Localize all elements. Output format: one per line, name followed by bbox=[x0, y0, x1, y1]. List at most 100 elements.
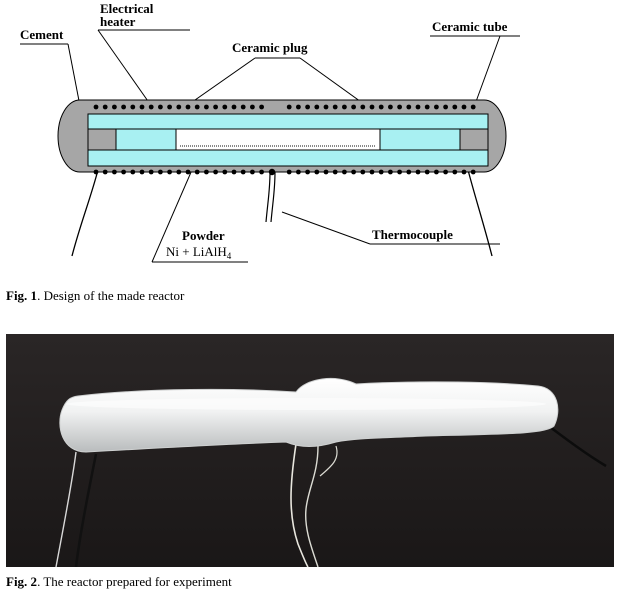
heater-coil-dot bbox=[240, 104, 246, 110]
heater-coil-dot bbox=[296, 104, 301, 110]
heater-coil-dot bbox=[332, 104, 338, 110]
heater-coil-dot bbox=[204, 104, 209, 110]
heater-coil-dot bbox=[121, 169, 126, 175]
heater-coil-dot bbox=[470, 104, 476, 110]
heater-coil-dot bbox=[378, 169, 384, 175]
heater-coil-dot bbox=[424, 104, 430, 110]
label-cement: Cement bbox=[20, 27, 64, 42]
heater-coil-dot bbox=[259, 104, 264, 110]
heater-coil-dot bbox=[231, 169, 237, 175]
heater-coil-dot bbox=[167, 169, 173, 175]
heater-coil-dot bbox=[112, 169, 117, 175]
heater-coil-dot bbox=[185, 169, 191, 175]
reactor-photo-svg bbox=[6, 334, 614, 568]
heater-coil-dot bbox=[434, 169, 439, 175]
heater-coil-dot bbox=[176, 104, 182, 110]
figure-2-photo bbox=[6, 334, 614, 568]
heater-coil-dot bbox=[406, 169, 412, 175]
heater-coil-dot bbox=[314, 104, 320, 110]
heater-coil-top bbox=[93, 104, 476, 110]
heater-coil-dot bbox=[415, 104, 421, 110]
heater-coil-dot bbox=[388, 169, 393, 175]
heater-coil-dot bbox=[369, 104, 375, 110]
heater-coil-dot bbox=[369, 169, 375, 175]
heater-coil-dot bbox=[415, 169, 421, 175]
figure-1-caption: Fig. 1. Design of the made reactor bbox=[6, 288, 184, 304]
figure-2-caption: Fig. 2. The reactor prepared for experim… bbox=[6, 574, 232, 590]
figure-1-diagram: Cement Electrical heater Ceramic plug Ce… bbox=[0, 0, 624, 270]
cement-end-left bbox=[87, 128, 117, 151]
photo-wire-left bbox=[55, 451, 77, 568]
heater-coil-dot bbox=[305, 169, 310, 175]
heater-coil-dot bbox=[158, 169, 163, 175]
heater-coil-dot bbox=[158, 104, 163, 110]
heater-coil-dot bbox=[305, 104, 310, 110]
label-ceramic-tube: Ceramic tube bbox=[432, 19, 508, 34]
heater-coil-bottom bbox=[93, 169, 476, 175]
heater-coil-dot bbox=[213, 169, 219, 175]
heater-coil-dot bbox=[332, 169, 338, 175]
heater-coil-dot bbox=[259, 169, 264, 175]
photo-thermocouple-1 bbox=[290, 443, 309, 568]
heater-coil-dot bbox=[286, 104, 292, 110]
heater-coil-dot bbox=[240, 169, 246, 175]
heater-coil-dot bbox=[360, 169, 366, 175]
heater-coil-dot bbox=[452, 169, 458, 175]
heater-coil-dot bbox=[185, 104, 191, 110]
heater-coil-dot bbox=[360, 104, 366, 110]
heater-coil-dot bbox=[388, 104, 393, 110]
reactor-diagram-svg bbox=[20, 29, 520, 263]
label-powder: Powder bbox=[182, 228, 225, 243]
heater-coil-dot bbox=[443, 104, 448, 110]
photo-thermocouple-2 bbox=[304, 445, 319, 568]
heater-coil-dot bbox=[286, 169, 292, 175]
photo-reactor-rod bbox=[59, 378, 559, 453]
photo-rod-highlight bbox=[66, 398, 546, 410]
heater-coil-dot bbox=[139, 104, 145, 110]
heater-coil-dot bbox=[130, 104, 136, 110]
heater-coil-dot bbox=[213, 104, 219, 110]
photo-wire-left-dark bbox=[74, 453, 98, 568]
thermocouple-junction bbox=[268, 168, 276, 176]
heater-coil-dot bbox=[231, 104, 237, 110]
heater-coil-dot bbox=[93, 104, 99, 110]
powder-chamber bbox=[175, 128, 381, 151]
heater-coil-dot bbox=[314, 169, 320, 175]
figure-1-caption-text: . Design of the made reactor bbox=[37, 288, 185, 303]
heater-coil-dot bbox=[397, 169, 402, 175]
heater-coil-dot bbox=[351, 104, 356, 110]
thermocouple-wire-2 bbox=[270, 171, 276, 223]
cement-leader bbox=[67, 43, 81, 107]
powder-formula-subscript: 4 bbox=[226, 251, 232, 261]
heater-coil-dot bbox=[351, 169, 356, 175]
heater-coil-dot bbox=[102, 104, 108, 110]
heater-coil-dot bbox=[93, 169, 99, 175]
heater-coil-dot bbox=[167, 104, 173, 110]
heater-coil-dot bbox=[424, 169, 430, 175]
heater-coil-dot bbox=[102, 169, 108, 175]
heater-coil-dot bbox=[130, 169, 136, 175]
heater-coil-dot bbox=[406, 104, 412, 110]
heater-coil-dot bbox=[139, 169, 145, 175]
heater-coil-dot bbox=[194, 104, 200, 110]
heater-coil-dot bbox=[461, 104, 467, 110]
label-thermocouple: Thermocouple bbox=[372, 227, 453, 242]
figure-2-caption-prefix: Fig. 2 bbox=[6, 574, 38, 589]
heater-coil-dot bbox=[397, 104, 402, 110]
heater-coil-dot bbox=[148, 104, 154, 110]
heater-coil-dot bbox=[342, 169, 347, 175]
heater-coil-dot bbox=[323, 104, 329, 110]
figure-2-caption-text: . The reactor prepared for experiment bbox=[37, 574, 232, 589]
ceramic-plug-right bbox=[379, 128, 461, 151]
heater-coil-dot bbox=[222, 104, 228, 110]
heater-coil-dot bbox=[250, 104, 255, 110]
heater-coil-dot bbox=[378, 104, 384, 110]
figure-1-caption-prefix: Fig. 1 bbox=[6, 288, 38, 303]
heater-coil-dot bbox=[204, 169, 209, 175]
heater-coil-dot bbox=[296, 169, 301, 175]
heater-coil-dot bbox=[452, 104, 458, 110]
heater-coil-dot bbox=[148, 169, 154, 175]
heater-coil-dot bbox=[323, 169, 329, 175]
thermocouple-wire-1 bbox=[265, 171, 271, 223]
label-ceramic-plug: Ceramic plug bbox=[232, 40, 308, 55]
